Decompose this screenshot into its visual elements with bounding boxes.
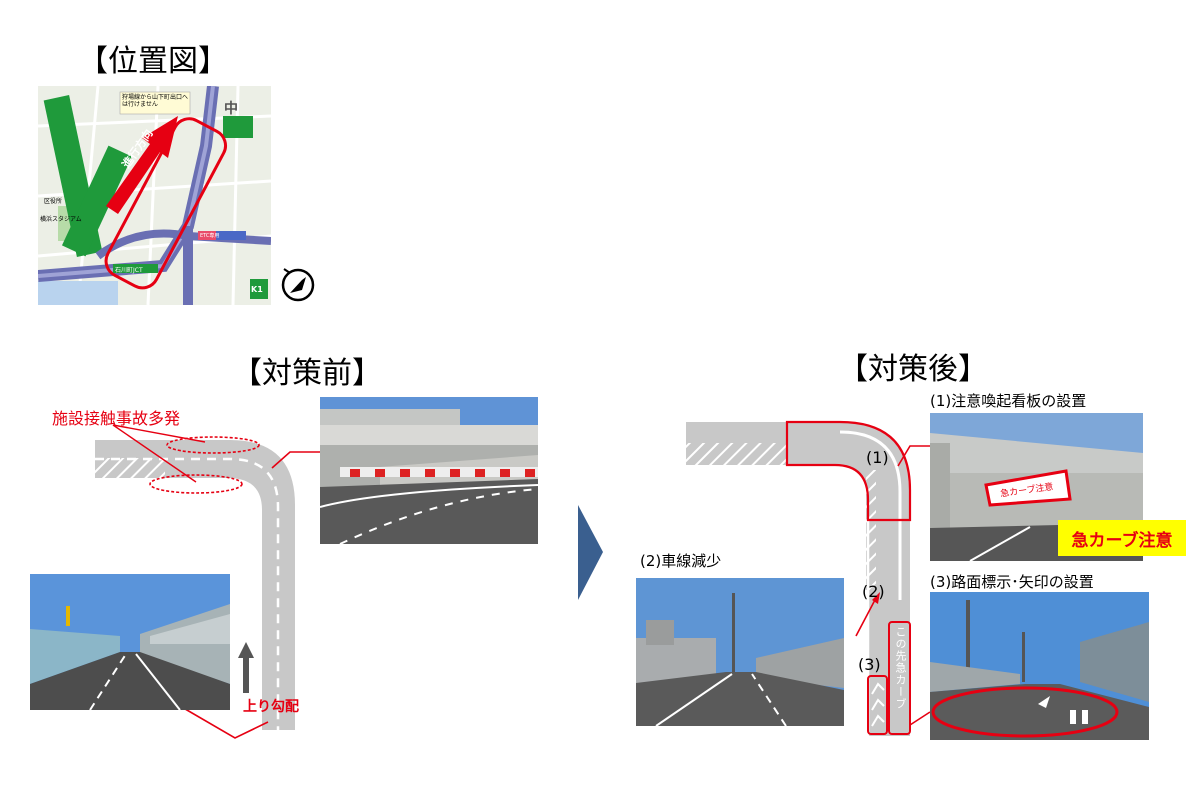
location-map: 狩場線から山下町出口へは行けません 進行方向 K1 ETC専用 石川町JCT 横…	[38, 86, 271, 305]
slope-label: 上り勾配	[243, 699, 299, 715]
measure-3-label: (3)路面標示･矢印の設置	[930, 573, 1094, 591]
caution-callout: 急カーブ注意	[1058, 520, 1186, 556]
route-badge: K1	[251, 285, 263, 294]
after-photo-markings	[930, 592, 1149, 740]
map-place-label: 石川町JCT	[115, 267, 143, 274]
map-place-label: ETC専用	[200, 233, 220, 239]
map-place-label: 横浜スタジアム	[40, 216, 82, 223]
map-place-label: 中	[224, 101, 238, 117]
map-notice: 狩場線から山下町出口へは行けません	[122, 94, 189, 108]
marker-3: (3)	[858, 655, 881, 674]
measure-1-label: (1)注意喚起看板の設置	[930, 392, 1087, 410]
before-photo-curve	[320, 397, 538, 544]
before-title: 【対策前】	[232, 356, 382, 391]
accident-label: 施設接触事故多発	[52, 409, 181, 428]
after-photo-lanes	[636, 578, 844, 726]
road-marking-text: この先急カーブ	[894, 626, 907, 710]
location-map-title: 【位置図】	[78, 44, 228, 79]
transition-arrow-icon	[578, 505, 603, 600]
marker-1: (1)	[866, 448, 889, 467]
after-title: 【対策後】	[838, 352, 988, 387]
before-photo-slope	[30, 574, 230, 710]
map-place-label: 区役所	[44, 198, 63, 205]
measure-2-label: (2)車線減少	[640, 552, 722, 570]
marker-2: (2)	[862, 582, 885, 601]
